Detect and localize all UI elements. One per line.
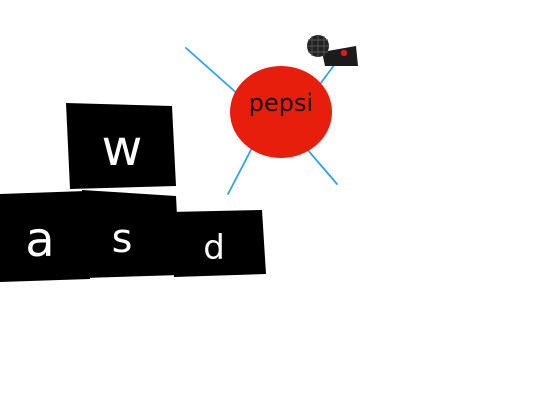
key-a-cap [0, 191, 90, 282]
microphone-grille [307, 35, 329, 57]
character-label: pepsi [249, 89, 313, 117]
key-d-cap [170, 210, 266, 277]
microphone-handle [322, 46, 358, 66]
microphone-light [340, 49, 348, 57]
key-w-label: w [102, 119, 143, 177]
pepsi-character[interactable]: pepsi [185, 35, 358, 195]
limb-lower-right [305, 147, 338, 185]
key-s[interactable]: s [82, 190, 180, 278]
key-w[interactable]: w [66, 103, 176, 189]
key-w-cap [66, 103, 176, 189]
key-a[interactable]: a [0, 191, 90, 282]
character-body [230, 66, 332, 158]
key-s-cap [82, 190, 180, 278]
key-d[interactable]: d [170, 210, 266, 277]
key-a-label: a [25, 212, 54, 268]
limb-upper-left [185, 47, 241, 97]
wasd-keys: w a s d [0, 103, 266, 282]
microphone-icon [307, 35, 358, 66]
limb-lower-left [227, 147, 253, 195]
key-d-label: d [203, 228, 225, 268]
key-s-label: s [112, 216, 133, 262]
